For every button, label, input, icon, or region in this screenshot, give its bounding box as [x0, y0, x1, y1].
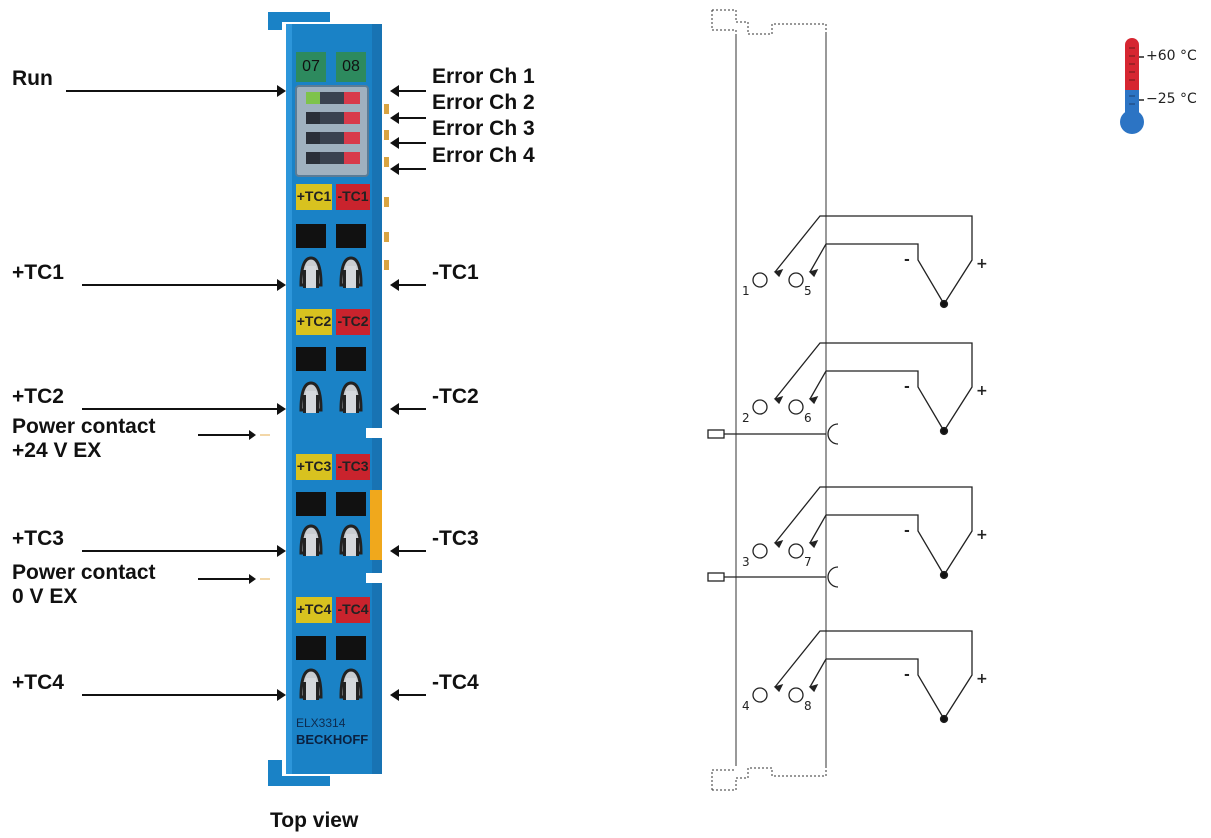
minus-sign-3: -: [904, 523, 910, 539]
led-label-08: 08: [336, 52, 366, 82]
device-brand: BECKHOFF: [296, 732, 369, 747]
label-plus-tc1: +TC1: [12, 261, 64, 284]
led-label-07: 07: [296, 52, 326, 82]
label-minus-tc3: -TC3: [432, 527, 479, 550]
terminal-number-1: 1: [742, 284, 750, 298]
device-label-minus-tc1: -TC1: [336, 184, 370, 210]
label-run: Run: [12, 67, 53, 90]
temp-max-label: +60 °C: [1146, 48, 1197, 64]
plus-sign-4: +: [976, 671, 988, 687]
label-power-24-line2: +24 V EX: [12, 439, 102, 462]
device-label-plus-tc2: +TC2: [296, 309, 332, 335]
label-error-ch3: Error Ch 3: [432, 117, 535, 140]
label-power-0-line2: 0 V EX: [12, 585, 78, 608]
terminal-number-5: 5: [804, 284, 812, 298]
power-contact-symbols: [707, 423, 839, 588]
minus-sign-1: -: [904, 252, 910, 268]
arrow-plus-tc2: [82, 403, 286, 415]
plus-sign-3: +: [976, 527, 988, 543]
label-error-ch2: Error Ch 2: [432, 91, 535, 114]
label-plus-tc3: +TC3: [12, 527, 64, 550]
arrow-minus-tc1: [390, 279, 426, 291]
label-minus-tc1: -TC1: [432, 261, 479, 284]
arrow-error-ch3: [390, 137, 426, 149]
thermocouple-circuit-2: [752, 342, 973, 436]
schematic-outline: [711, 9, 827, 791]
label-minus-tc2: -TC2: [432, 385, 479, 408]
terminal-number-4: 4: [742, 699, 750, 713]
device-label-plus-tc1: +TC1: [296, 184, 332, 210]
channel-3-connectors: [296, 492, 366, 556]
arrow-minus-tc2: [390, 403, 426, 415]
arrow-plus-tc4: [82, 689, 286, 701]
channel-2-connectors: [296, 347, 366, 413]
device-label-minus-tc4: -TC4: [336, 597, 370, 623]
arrow-run: [66, 85, 286, 97]
plus-sign-2: +: [976, 383, 988, 399]
minus-sign-2: -: [904, 379, 910, 395]
device-label-plus-tc3: +TC3: [296, 454, 332, 480]
device-label-minus-tc2: -TC2: [336, 309, 370, 335]
arrow-minus-tc3: [390, 545, 426, 557]
channel-1-connectors: [296, 224, 366, 288]
label-error-ch4: Error Ch 4: [432, 144, 535, 167]
arrow-plus-tc3: [82, 545, 286, 557]
led-row-4: [306, 152, 360, 164]
label-plus-tc2: +TC2: [12, 385, 64, 408]
device-label-plus-tc4: +TC4: [296, 597, 332, 623]
label-power-0-line1: Power contact: [12, 561, 156, 584]
temp-min-label: −25 °C: [1146, 91, 1197, 107]
bottom-rail-clip: [268, 760, 330, 786]
arrow-power-24: [198, 430, 256, 440]
terminal-number-7: 7: [804, 555, 812, 569]
led-row-1: [306, 92, 360, 104]
schematic-body-lines: [735, 34, 827, 766]
top-rail-clip: [268, 12, 330, 30]
terminal-number-3: 3: [742, 555, 750, 569]
arrow-error-ch1: [390, 85, 426, 97]
device-model: ELX3314: [296, 716, 346, 730]
label-minus-tc4: -TC4: [432, 671, 479, 694]
thermocouple-circuit-3: [752, 486, 973, 580]
label-power-24-line1: Power contact: [12, 415, 156, 438]
plus-sign-1: +: [976, 256, 988, 272]
arrow-error-ch4: [390, 163, 426, 175]
terminal-number-2: 2: [742, 411, 750, 425]
label-error-ch1: Error Ch 1: [432, 65, 535, 88]
caption-top-view: Top view: [270, 809, 359, 832]
arrow-minus-tc4: [390, 689, 426, 701]
power-contact-strip: [370, 490, 382, 560]
right-edge-marks: [384, 104, 389, 270]
channel-4-connectors: [296, 636, 366, 700]
power-24-marker: [260, 434, 270, 436]
terminal-number-6: 6: [804, 411, 812, 425]
terminal-number-8: 8: [804, 699, 812, 713]
arrow-plus-tc1: [82, 279, 286, 291]
minus-sign-4: -: [904, 667, 910, 683]
label-plus-tc4: +TC4: [12, 671, 64, 694]
led-row-2: [306, 112, 360, 124]
arrow-power-0: [198, 574, 256, 584]
thermocouple-circuit-1: [752, 215, 973, 309]
device-label-minus-tc3: -TC3: [336, 454, 370, 480]
power-0-marker: [260, 578, 270, 580]
thermocouple-circuit-4: [752, 630, 973, 724]
arrow-error-ch2: [390, 112, 426, 124]
led-row-3: [306, 132, 360, 144]
